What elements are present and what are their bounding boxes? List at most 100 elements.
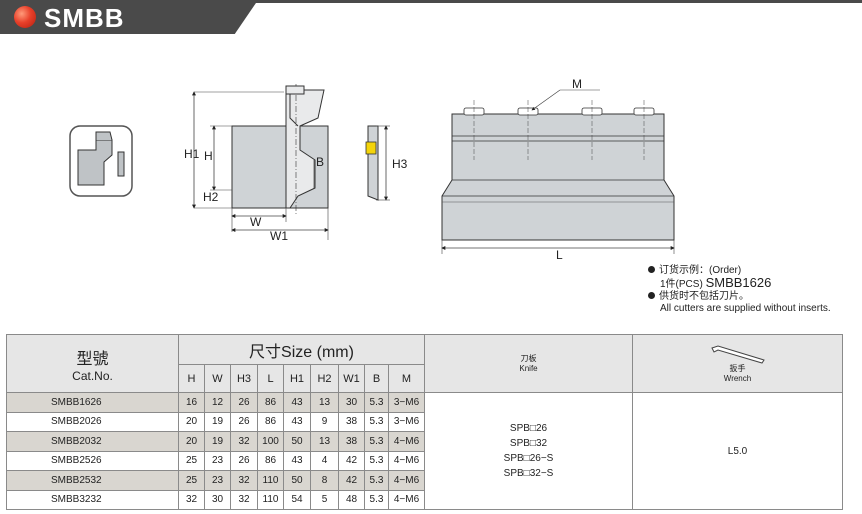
header-wrench: 扳手 Wrench [632, 334, 843, 393]
front-view: M L [441, 77, 675, 262]
technical-drawings: H1 H H2 B W W1 H3 [0, 34, 862, 324]
value-cell: 86 [257, 392, 284, 413]
header-banner: SMBB [0, 0, 862, 34]
wrench-en: Wrench [723, 373, 752, 383]
model-cell: SMBB2032 [6, 431, 179, 452]
col-header-h: H [178, 364, 205, 393]
value-cell: 32 [230, 431, 258, 452]
value-cell: 110 [257, 470, 284, 491]
hex-wrench-icon [710, 344, 765, 364]
table-row: SMBB1626 16 12 26 86 43 13 30 5.3 3−M6 S… [6, 392, 843, 510]
value-cell: 30 [338, 392, 365, 413]
holder-thumbnail-icon [69, 125, 133, 197]
value-cell: 5.3 [364, 392, 389, 413]
dim-label-m: M [572, 77, 582, 91]
table-row: SMBB2532 25 23 32 110 50 8 42 5.3 4−M6 [6, 470, 843, 491]
col-header-w: W [204, 364, 231, 393]
value-cell: 16 [178, 392, 205, 413]
value-cell: 4−M6 [388, 431, 425, 452]
knife-list: SPB□26 SPB□32 SPB□26−S SPB□32−S [424, 392, 633, 510]
value-cell: 4 [310, 450, 339, 471]
value-cell: 110 [257, 489, 284, 510]
table-row: SMBB3232 32 30 32 110 54 5 48 5.3 4−M6 [6, 489, 843, 510]
dim-label-h: H [204, 149, 213, 163]
value-cell: 4−M6 [388, 450, 425, 471]
knife-item: SPB□26−S [503, 453, 554, 464]
cat-cn: 型號 [76, 350, 109, 368]
bullet-icon [648, 266, 655, 273]
value-cell: 4−M6 [388, 470, 425, 491]
value-cell: 13 [310, 431, 339, 452]
value-cell: 4−M6 [388, 489, 425, 510]
value-cell: 26 [230, 450, 258, 471]
value-cell: 5.3 [364, 470, 389, 491]
value-cell: 25 [178, 470, 205, 491]
value-cell: 30 [204, 489, 231, 510]
order-example: 订货示例：(Order) [648, 265, 831, 277]
value-cell: 9 [310, 411, 339, 432]
value-cell: 3−M6 [388, 392, 425, 413]
value-cell: 19 [204, 431, 231, 452]
table-row: SMBB2032 20 19 32 100 50 13 38 5.3 4−M6 [6, 431, 843, 452]
header-size: 尺寸Size (mm) [178, 334, 425, 365]
value-cell: 5 [310, 489, 339, 510]
knife-item: SPB□32 [509, 438, 548, 449]
order-model: SMBB1626 [705, 275, 772, 290]
dim-label-w: W [250, 215, 262, 229]
order-notes: 订货示例：(Order) 1件(PCS) SMBB1626 供货时不包括刀片。 … [648, 265, 831, 315]
value-cell: 50 [283, 431, 311, 452]
value-cell: 32 [230, 489, 258, 510]
header-knife: 刀板 Knife [424, 334, 633, 393]
value-cell: 3−M6 [388, 411, 425, 432]
supply-note-cn: 供货时不包括刀片。 [659, 291, 749, 302]
value-cell: 12 [204, 392, 231, 413]
col-header-m: M [388, 364, 425, 393]
value-cell: 86 [257, 450, 284, 471]
col-header-h1: H1 [283, 364, 311, 393]
drawing-canvas: H1 H H2 B W W1 H3 [69, 77, 675, 262]
model-cell: SMBB2532 [6, 470, 179, 491]
value-cell: 42 [338, 450, 365, 471]
value-cell: 5.3 [364, 450, 389, 471]
col-header-l: L [257, 364, 284, 393]
model-cell: SMBB3232 [6, 489, 179, 510]
col-header-w1: W1 [338, 364, 365, 393]
value-cell: 26 [230, 392, 258, 413]
value-cell: 100 [257, 431, 284, 452]
value-cell: 5.3 [364, 411, 389, 432]
value-cell: 42 [338, 470, 365, 491]
value-cell: 50 [283, 470, 311, 491]
knife-en: Knife [519, 363, 538, 373]
dim-label-h1: H1 [184, 147, 200, 161]
dim-label-l: L [556, 248, 563, 262]
value-cell: 19 [204, 411, 231, 432]
model-cell: SMBB2026 [6, 411, 179, 432]
value-cell: 43 [283, 450, 311, 471]
wrench-value: L5.0 [632, 392, 843, 510]
value-cell: 13 [310, 392, 339, 413]
page-title: SMBB [44, 3, 125, 33]
value-cell: 20 [178, 431, 205, 452]
value-cell: 25 [178, 450, 205, 471]
header-cat-no: 型號 Cat.No. [6, 334, 179, 393]
spec-table: 型號 Cat.No. 尺寸Size (mm) 刀板 Knife 扳手 Wrenc… [6, 334, 843, 510]
order-line: 1件(PCS) SMBB1626 [648, 275, 831, 291]
value-cell: 86 [257, 411, 284, 432]
value-cell: 32 [178, 489, 205, 510]
value-cell: 5.3 [364, 489, 389, 510]
value-cell: 23 [204, 470, 231, 491]
value-cell: 23 [204, 450, 231, 471]
value-cell: 38 [338, 411, 365, 432]
blade-view: H3 [365, 125, 408, 201]
supply-note: 供货时不包括刀片。 [648, 291, 831, 303]
supply-note-en: All cutters are supplied without inserts… [660, 303, 831, 314]
dim-label-b: B [316, 155, 324, 169]
side-view: H1 H H2 B W W1 [184, 84, 329, 243]
model-cell: SMBB2526 [6, 450, 179, 471]
value-cell: 5.3 [364, 431, 389, 452]
col-header-h2: H2 [310, 364, 339, 393]
cat-en: Cat.No. [72, 368, 113, 383]
order-qty: 1件(PCS) [660, 279, 703, 290]
value-cell: 43 [283, 411, 311, 432]
order-label: 订货示例：(Order) [659, 265, 742, 276]
